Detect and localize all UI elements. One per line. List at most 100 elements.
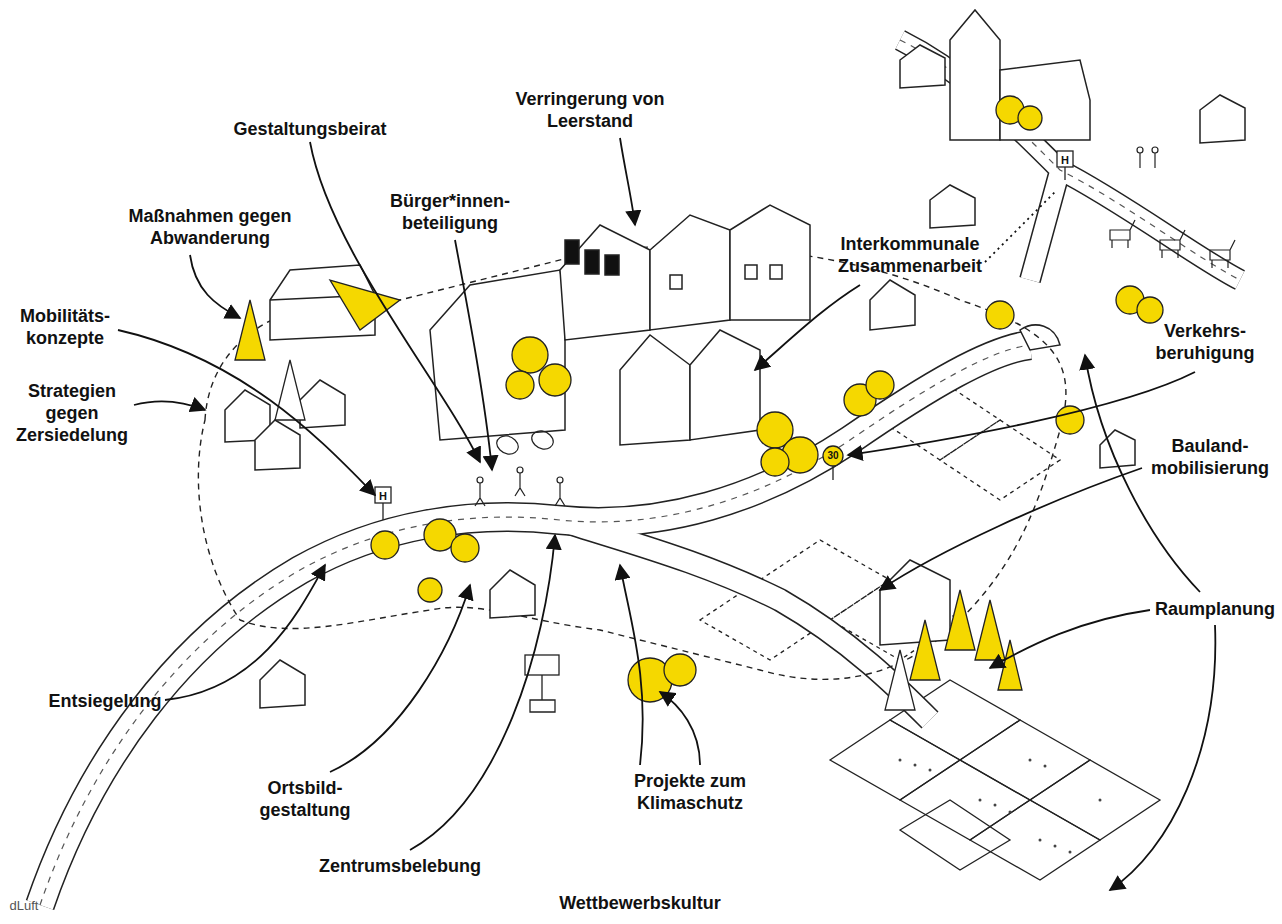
people — [517, 467, 523, 473]
callout-label: Zentrumsbelebung — [319, 855, 481, 877]
leader-lines — [118, 138, 1215, 890]
callout-label: Bauland- mobilisierung — [1151, 435, 1269, 479]
trees — [330, 280, 400, 330]
callout-text: Entsiegelung — [48, 691, 161, 711]
houses — [300, 380, 345, 428]
callout-label: H — [1061, 153, 1069, 167]
callout-label: Verringerung von Leerstand — [503, 88, 678, 132]
callout-label: Mobilitäts- konzepte — [20, 305, 110, 349]
trees — [866, 371, 894, 399]
fields — [900, 760, 1030, 840]
callout-text: Maßnahmen gegen Abwanderung — [128, 206, 291, 248]
callout-label: Gestaltungsbeirat — [233, 118, 386, 140]
houses — [585, 250, 599, 274]
people — [477, 477, 483, 483]
houses — [745, 265, 757, 279]
road — [560, 520, 930, 720]
leader-lines — [1110, 625, 1215, 890]
field-dots — [929, 769, 932, 772]
houses — [255, 420, 300, 470]
field-dots — [1009, 811, 1012, 814]
houses — [1200, 95, 1245, 143]
callout-text: Projekte zum Klimaschutz — [634, 771, 746, 813]
callout-label: Ortsbild- gestaltung — [260, 777, 351, 821]
fields — [970, 800, 1100, 880]
people — [1137, 147, 1143, 153]
field-dots — [1029, 759, 1032, 762]
people — [1154, 153, 1155, 168]
field-dots — [979, 799, 982, 802]
field-dots — [1039, 839, 1042, 842]
fields — [830, 720, 960, 800]
leader-lines — [118, 330, 375, 495]
bus-stop-signs — [375, 487, 391, 503]
people — [557, 477, 563, 483]
houses — [950, 10, 1000, 140]
houses — [870, 280, 915, 330]
bus-stop-signs — [382, 503, 383, 520]
houses — [690, 330, 760, 440]
trees — [418, 578, 442, 602]
animals — [1110, 220, 1235, 268]
leader-lines — [330, 585, 470, 772]
callout-text: Verkehrs- beruhigung — [1156, 321, 1255, 363]
bus-stop-signs — [832, 466, 833, 480]
animals — [1110, 220, 1135, 248]
animals — [1160, 230, 1185, 258]
fields — [1030, 760, 1160, 840]
callout-text: Verringerung von Leerstand — [515, 89, 664, 131]
trees — [910, 620, 940, 680]
animals — [1210, 240, 1235, 268]
houses — [730, 205, 810, 320]
leader-lines — [410, 535, 555, 850]
leader-lines — [165, 565, 325, 700]
fields — [900, 800, 1010, 870]
trees — [235, 96, 1163, 710]
trees — [235, 300, 265, 360]
houses — [430, 270, 565, 440]
leader-lines — [848, 372, 1195, 455]
houses — [565, 240, 579, 264]
trees — [275, 360, 305, 420]
houses — [560, 225, 650, 340]
trees — [1137, 297, 1163, 323]
field-dots — [1069, 851, 1072, 854]
leader-lines — [134, 401, 205, 410]
callout-text: H — [1061, 154, 1069, 166]
trees — [975, 600, 1005, 660]
leader-lines — [310, 142, 480, 462]
callout-label: Bürger*innen- beteiligung — [390, 190, 510, 234]
callout-text: Ortsbild- gestaltung — [260, 778, 351, 820]
houses — [650, 215, 730, 330]
callout-label: Strategien gegen Zersiedelung — [16, 380, 128, 446]
bus-stop-signs — [1057, 151, 1073, 167]
houses — [670, 275, 682, 289]
houses — [605, 255, 619, 275]
callout-label: dLuft — [10, 898, 39, 914]
dotted-leader — [985, 192, 1055, 262]
people — [1139, 153, 1140, 168]
callout-text: Wettbewerbskultur — [559, 893, 721, 913]
dotted-leader — [985, 192, 1055, 262]
callout-text: 30 — [827, 450, 838, 461]
leader-lines — [880, 468, 1142, 590]
people — [475, 147, 1158, 506]
road — [560, 520, 930, 720]
bus-stop-signs — [375, 151, 1073, 712]
trees — [945, 590, 975, 650]
bus-stop-signs — [1064, 167, 1065, 180]
houses — [225, 10, 1245, 708]
people — [475, 483, 485, 506]
houses — [260, 660, 305, 708]
leader-lines — [190, 255, 240, 318]
trees — [451, 534, 479, 562]
road — [40, 40, 1240, 905]
people — [532, 431, 554, 449]
people — [1152, 147, 1158, 153]
leader-lines — [455, 240, 492, 470]
houses — [930, 185, 975, 228]
trees — [986, 301, 1014, 329]
bus-stop-signs — [530, 675, 555, 712]
trees — [539, 364, 571, 396]
trees — [761, 448, 789, 476]
